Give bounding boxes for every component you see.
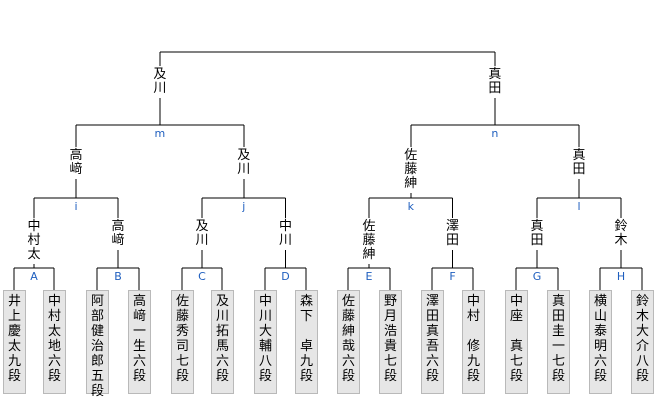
match-letter-semi-left: m [154, 127, 166, 140]
player-box-13: 真田圭一七段 [547, 290, 570, 394]
player-box-14: 横山泰明六段 [589, 290, 612, 394]
match-letter-first-0: A [30, 270, 38, 283]
player-box-15: 鈴木大介八段 [631, 290, 654, 394]
match-letter-first-3: D [281, 270, 290, 283]
player-box-0: 井上慶太九段 [3, 290, 26, 394]
player-box-1: 中村太地六段 [43, 290, 66, 394]
player-box-5: 及川拓馬六段 [211, 290, 234, 394]
quarterfinalist-name-3: 中川 [270, 218, 301, 250]
match-letter-first-1: B [114, 270, 122, 283]
semifinalist-name-1: 及川 [228, 147, 259, 179]
player-box-4: 佐藤秀司七段 [171, 290, 194, 394]
quarterfinalist-name-6: 真田 [522, 218, 552, 250]
player-box-7: 森下 卓九段 [295, 290, 318, 394]
semifinalist-name-3: 真田 [564, 147, 594, 179]
match-letter-quarter-0: i [74, 200, 78, 213]
match-letter-first-2: C [198, 270, 206, 283]
player-box-8: 佐藤紳哉六段 [337, 290, 360, 394]
player-box-11: 中村 修九段 [462, 290, 485, 394]
player-box-10: 澤田真吾六段 [421, 290, 444, 394]
match-letter-first-6: G [532, 270, 542, 283]
match-letter-first-7: H [616, 270, 626, 283]
semifinalist-name-2: 佐藤紳 [395, 147, 426, 193]
match-letter-first-4: E [365, 270, 373, 283]
quarterfinalist-name-4: 佐藤紳 [354, 218, 384, 264]
match-letter-quarter-1: j [242, 200, 246, 213]
match-letter-semi-right: n [491, 127, 499, 140]
quarterfinalist-name-2: 及川 [187, 218, 217, 250]
match-letter-quarter-3: l [577, 200, 581, 213]
quarterfinalist-name-7: 鈴木 [606, 218, 636, 250]
player-box-6: 中川大輔八段 [254, 290, 277, 394]
quarterfinalist-name-5: 澤田 [437, 218, 468, 250]
match-letter-quarter-2: k [407, 200, 414, 213]
quarterfinalist-name-0: 中村太 [19, 218, 49, 264]
finalist-right-name: 真田 [479, 66, 510, 98]
player-box-2: 阿部健治郎五段 [86, 290, 109, 399]
match-letter-first-5: F [449, 270, 456, 283]
finalist-left-name: 及川 [144, 66, 175, 98]
player-box-12: 中座 真七段 [505, 290, 528, 394]
player-box-9: 野月浩貴七段 [379, 290, 402, 394]
